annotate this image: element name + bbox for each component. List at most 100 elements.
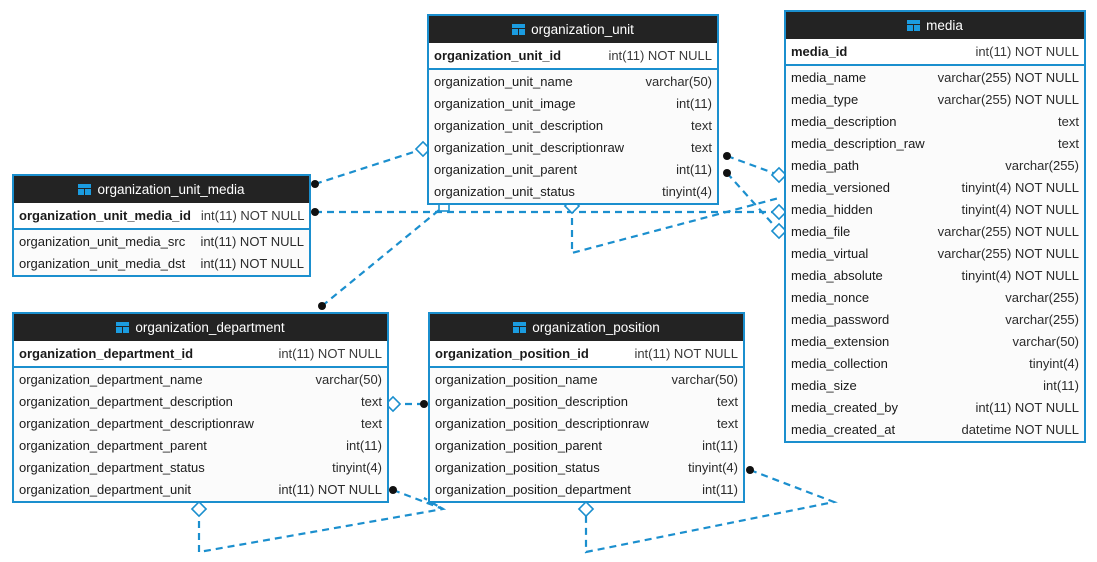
table-icon	[116, 322, 130, 333]
column-name: organization_department_id	[19, 346, 194, 361]
column-name: organization_position_name	[435, 371, 598, 387]
table-title: organization_department	[135, 320, 285, 335]
column-name: organization_department_description	[19, 393, 233, 409]
column-type: int(11)	[676, 95, 712, 111]
column-name: media_name	[791, 69, 867, 85]
relationship-rel-odept-to-ou-status-bottom	[318, 200, 450, 310]
column-name: media_type	[791, 91, 859, 107]
table-organization_unit_media[interactable]: organization_unit_media organization_unit…	[12, 174, 311, 277]
relationship-line	[197, 497, 447, 554]
column-type: int(11) NOT NULL	[608, 48, 712, 63]
primary-key-row[interactable]: organization_unit_id int(11) NOT NULL	[429, 43, 717, 70]
column-name: media_collection	[791, 355, 888, 371]
table-header-organization_department[interactable]: organization_department	[14, 314, 387, 341]
column-type: datetime NOT NULL	[961, 421, 1079, 437]
relationship-rel-oum-to-ou-descriptionraw	[311, 140, 432, 188]
relationship-rel-odept-desc-to-opos-desc	[384, 395, 428, 413]
column-type: tinyint(4) NOT NULL	[961, 179, 1079, 195]
column-type: varchar(50)	[1012, 333, 1079, 349]
column-name: organization_position_description	[435, 393, 628, 409]
table-icon	[512, 24, 526, 35]
column-name: media_absolute	[791, 267, 883, 283]
relationship-endpoint-dot	[318, 302, 326, 310]
table-title: organization_unit_media	[97, 182, 245, 197]
table-header-organization_unit[interactable]: organization_unit	[429, 16, 717, 43]
column-row[interactable]: media_extension varchar(50)	[786, 330, 1084, 352]
table-icon	[78, 184, 92, 195]
column-name: media_hidden	[791, 201, 873, 217]
table-organization_department[interactable]: organization_department organization_depa…	[12, 312, 389, 503]
column-type: varchar(255)	[1005, 311, 1079, 327]
relationship-endpoint-dot	[746, 466, 754, 474]
relationship-rel-oum-id-to-media-hidden	[311, 203, 788, 221]
column-name: organization_unit_media_dst	[19, 255, 186, 271]
column-row[interactable]: media_type varchar(255) NOT NULL	[786, 88, 1084, 110]
column-type: varchar(255) NOT NULL	[937, 91, 1079, 107]
column-name: media_virtual	[791, 245, 869, 261]
column-type: int(11)	[1043, 377, 1079, 393]
column-type: int(11) NOT NULL	[975, 399, 1079, 415]
column-name: media_extension	[791, 333, 890, 349]
relationship-rel-ou-image-to-media-file	[723, 169, 788, 240]
column-name: organization_department_status	[19, 459, 205, 475]
table-icon	[513, 322, 527, 333]
table-header-media[interactable]: media	[786, 12, 1084, 39]
column-name: organization_unit_id	[434, 48, 562, 63]
table-header-organization_unit_media[interactable]: organization_unit_media	[14, 176, 309, 203]
column-type: int(11) NOT NULL	[200, 208, 305, 223]
relationship-line	[570, 196, 780, 255]
column-type: text	[361, 415, 382, 431]
column-type: varchar(255) NOT NULL	[937, 223, 1079, 239]
column-name: organization_position_descriptionraw	[435, 415, 649, 431]
relationship-endpoint-dot	[723, 169, 731, 177]
column-name: media_description	[791, 113, 897, 129]
relationship-endpoint-dot	[389, 486, 397, 494]
table-header-organization_position[interactable]: organization_position	[430, 314, 743, 341]
relationship-line	[314, 147, 424, 186]
